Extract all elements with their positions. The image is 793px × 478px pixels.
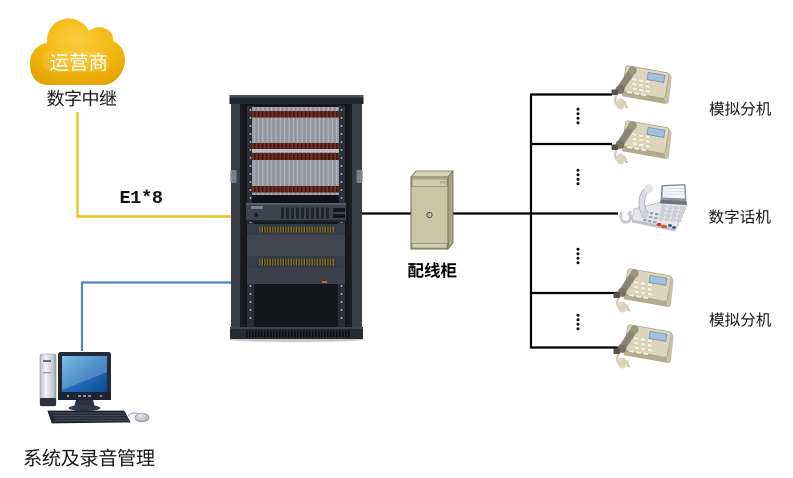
svg-text:E1*8: E1*8 <box>120 188 163 209</box>
